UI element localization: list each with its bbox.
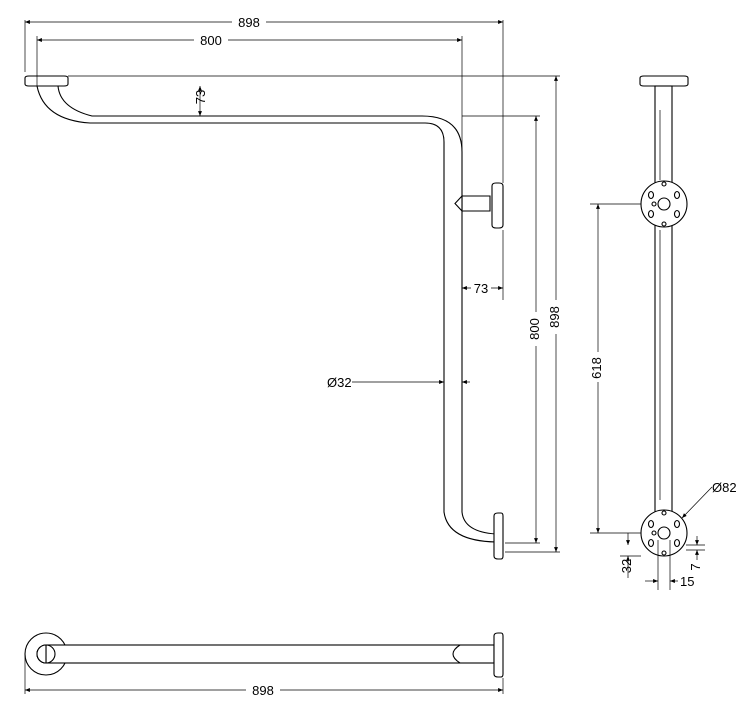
side-flange-spacing-label: 618	[589, 357, 604, 379]
tube-diameter-label: Ø32	[327, 375, 352, 390]
side-lower-center-hole	[657, 526, 671, 540]
front-tube-outer	[36, 85, 497, 543]
front-middle-support-cone	[454, 194, 463, 213]
side-tube	[654, 85, 673, 547]
front-bar-height-label: 800	[527, 318, 542, 340]
front-left-flange	[24, 75, 69, 87]
front-total-width-label: 898	[238, 15, 260, 30]
front-bottom-flange	[493, 512, 504, 560]
front-side-offset-label: 73	[474, 281, 488, 296]
flange-edge-offset-label: 32	[619, 559, 634, 573]
front-tube-inner	[57, 85, 497, 535]
side-upper-center-hole	[657, 197, 671, 211]
front-view: 898 800 73 73 800 898 Ø32	[24, 14, 563, 560]
bottom-tube	[45, 644, 495, 664]
bottom-total-width-label: 898	[252, 683, 274, 698]
flange-diameter-label: Ø82	[712, 480, 737, 495]
front-bar-width-label: 800	[200, 33, 222, 48]
front-total-height-label: 898	[547, 306, 562, 328]
side-view: 618 Ø82 32 7 15	[589, 75, 737, 590]
bottom-right-flange	[493, 632, 504, 678]
front-middle-support-flange	[491, 182, 504, 229]
hole-offset-label: 7	[688, 563, 703, 570]
front-middle-support-arm	[461, 195, 491, 212]
hole-spacing-label: 15	[680, 574, 694, 589]
side-top-flange	[639, 75, 689, 87]
bottom-view: 898	[24, 632, 504, 698]
front-top-offset-label: 73	[193, 90, 208, 104]
